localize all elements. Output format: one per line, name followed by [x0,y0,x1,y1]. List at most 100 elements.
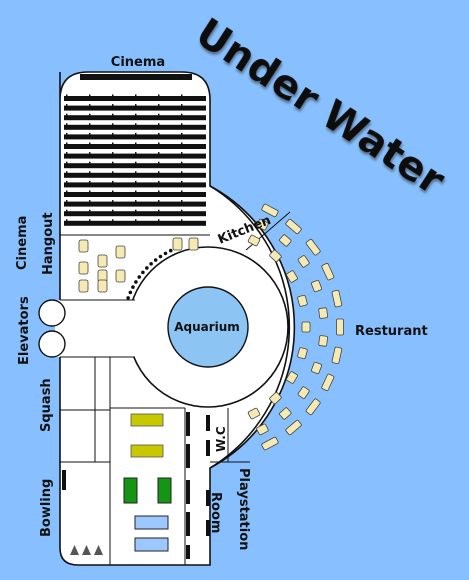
seat-tick [66,219,68,222]
bowling-pin-group [94,545,103,555]
seat-tick [135,104,137,107]
seat-tick [66,152,68,155]
wall-segment [186,545,190,559]
seat-tick [158,132,160,135]
bar-stool [153,258,158,262]
seat-tick [181,200,183,203]
bar-counter [126,248,173,300]
restaurant-table [311,280,323,293]
restaurant-table [279,407,292,420]
seat-tick [112,123,114,126]
playstation-tables [134,515,169,552]
title: Under Water [188,10,453,205]
bar-stool [128,290,133,295]
bar-stool [149,262,153,266]
seat-row [64,201,206,207]
wc-label: W.C [214,426,228,452]
seat-tick [135,161,137,164]
seat-tick [135,171,137,174]
squash-court-1 [130,413,164,427]
restaurant-table [261,203,279,218]
seat-tick [112,209,114,212]
pool-table-1 [123,477,138,504]
seat-tick [89,132,91,135]
seat-tick [158,113,160,116]
seat-tick [181,171,183,174]
seat-tick [181,219,183,222]
seat-tick [66,104,68,107]
seat-tick [181,142,183,145]
bowling-pin-group [82,545,91,555]
seat-tick [66,171,68,174]
seat-tick [89,152,91,155]
cinema-hangout-label-2: Hangout [41,212,56,275]
seat-tick [135,142,137,145]
bar-stool [168,248,173,253]
seat-tick [158,180,160,183]
restaurant-table [286,371,298,384]
seat-row [64,182,206,188]
restaurant-table [247,234,261,247]
seat-tick [181,94,183,97]
seat-row [64,220,206,226]
bar-stool [131,285,135,289]
squash-label: Squash [39,378,54,432]
seat-tick [158,190,160,193]
hangout-seat [188,237,199,251]
squash-courts [130,413,164,458]
seat-tick [135,113,137,116]
restaurant-table [269,249,282,263]
elevators-label: Elevators [17,296,32,365]
restaurant-table [318,307,328,319]
seat-tick [112,113,114,116]
seat-tick [66,209,68,212]
wall-segment [206,440,210,456]
seat-tick [181,104,183,107]
hangout-seat [78,261,89,275]
seat-row [64,211,206,217]
hangout-seat [172,237,183,251]
seat-tick [181,209,183,212]
bar-stool [137,275,142,279]
elevators [38,299,135,358]
seat-row [64,172,206,178]
pool-tables [123,477,172,504]
seat-tick [158,94,160,97]
seat-tick [66,200,68,203]
playstation-room-label: Room [208,492,223,533]
bar-stool [158,254,163,259]
restaurant-tables [247,203,344,451]
restaurant-table [318,335,328,347]
seat-tick [89,113,91,116]
seat-tick [66,123,68,126]
restaurant-table [311,361,323,374]
wall-segment [186,480,190,504]
wall-segment [206,490,210,506]
seat-row [64,163,206,169]
ps-table-2 [134,537,169,552]
seat-tick [66,142,68,145]
seat-tick [66,161,68,164]
seat-tick [158,200,160,203]
seat-tick [158,152,160,155]
wall-segment [186,444,190,468]
seat-tick [89,180,91,183]
restaurant-table [285,419,302,436]
seat-tick [112,152,114,155]
seat-row [64,192,206,197]
seat-tick [112,180,114,183]
hangout-furniture [78,237,199,293]
seat-tick [89,104,91,107]
seat-tick [135,123,137,126]
restaurant-table [256,218,269,231]
seat-tick [158,209,160,212]
restaurant-table [269,391,282,405]
bar-stool [145,266,149,270]
seat-row [64,124,206,130]
seat-tick [135,94,137,97]
seat-tick [89,190,91,193]
seat-tick [181,132,183,135]
seat-tick [135,190,137,193]
restaurant-table [297,347,308,360]
